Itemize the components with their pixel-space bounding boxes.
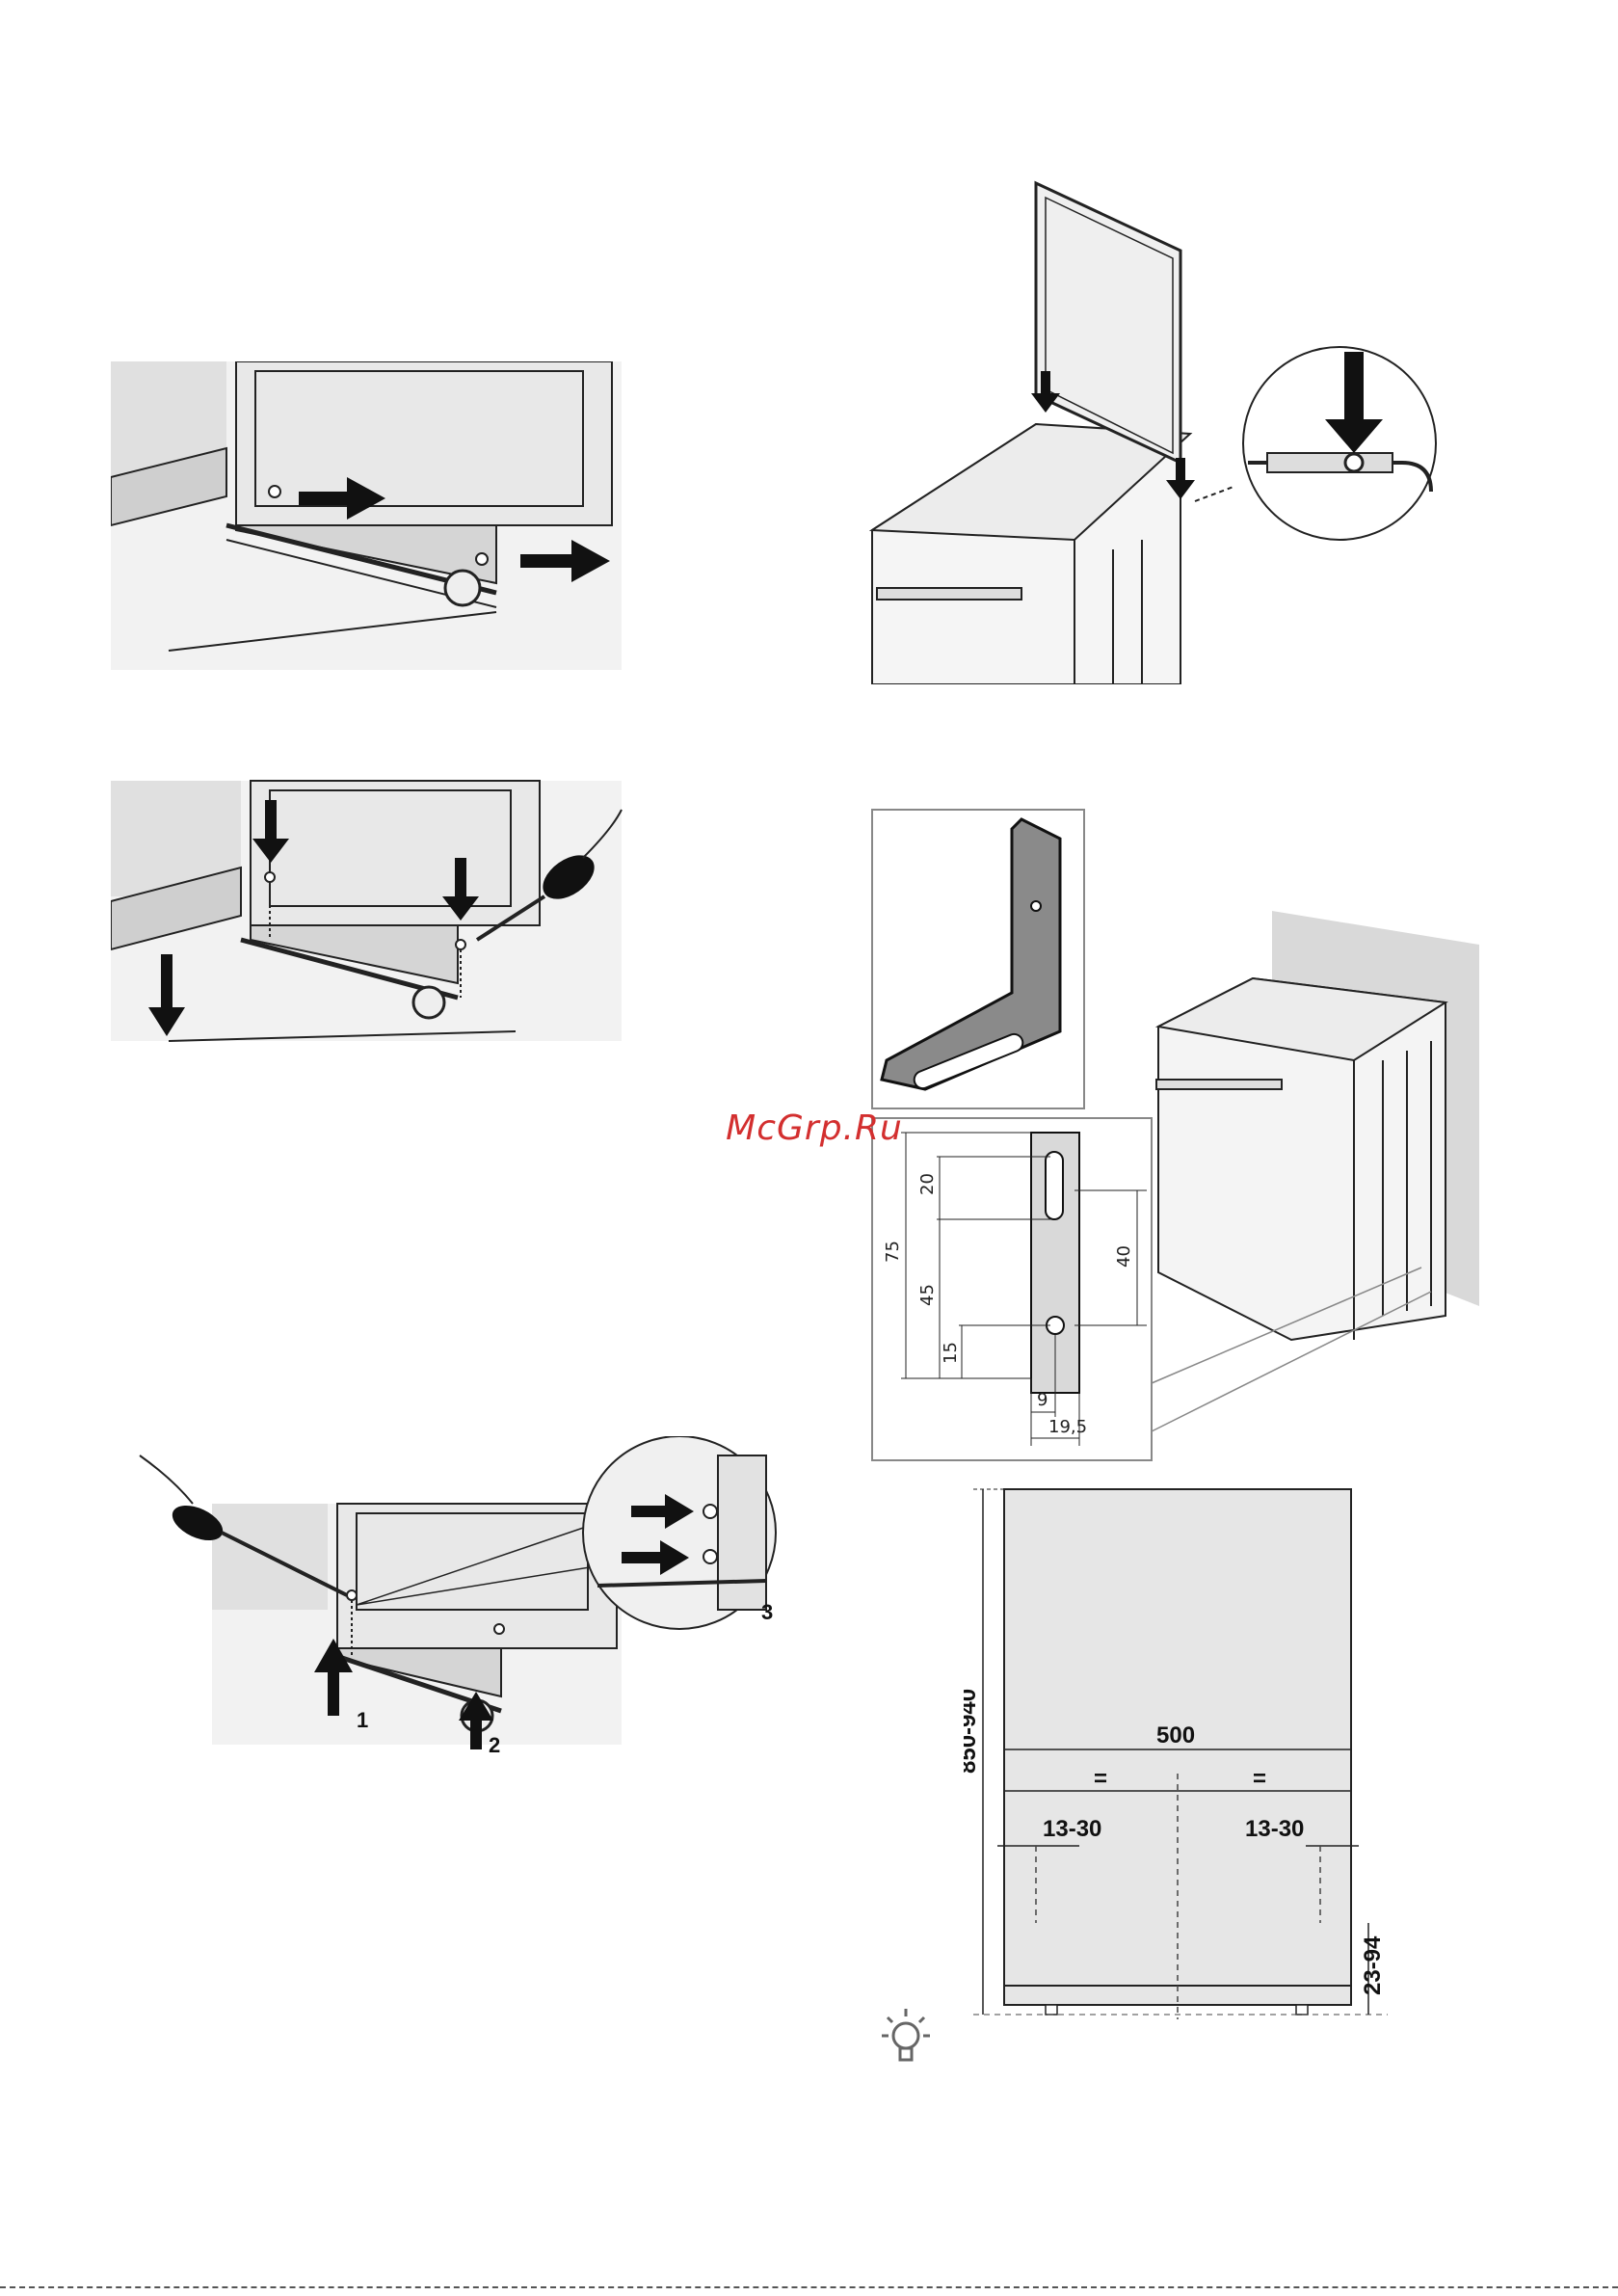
fig-remove-panel bbox=[111, 361, 622, 670]
bottom-rule bbox=[0, 2286, 1618, 2288]
dim-45: 45 bbox=[917, 1284, 938, 1306]
dim-eq-left: = bbox=[1094, 1766, 1107, 1792]
dim-width: 500 bbox=[1156, 1722, 1195, 1749]
watermark: McGrp.Ru bbox=[708, 1108, 920, 1148]
dim-9: 9 bbox=[1037, 1390, 1048, 1410]
fig-anti-tip-bracket: 20 75 45 15 40 9 19,5 bbox=[867, 800, 1503, 1475]
fig-lid-install bbox=[862, 174, 1479, 684]
dim-19-5: 19,5 bbox=[1048, 1417, 1087, 1437]
lightbulb-tip-icon bbox=[872, 2005, 940, 2072]
dim-offset-left: 13-30 bbox=[1043, 1816, 1101, 1842]
fig-wall-dimensions: 850-940 500 = = 13-30 13-30 23-94 bbox=[964, 1484, 1407, 2024]
dim-75: 75 bbox=[883, 1241, 903, 1263]
dim-eq-right: = bbox=[1253, 1766, 1266, 1792]
dim-40: 40 bbox=[1114, 1245, 1134, 1268]
callout-3: 3 bbox=[761, 1600, 773, 1624]
callout-1: 1 bbox=[357, 1708, 368, 1732]
callout-2: 2 bbox=[489, 1733, 500, 1757]
dim-20: 20 bbox=[917, 1173, 938, 1195]
fig-fix-panel bbox=[111, 771, 631, 1046]
dim-bottom: 23-94 bbox=[1360, 1936, 1386, 1995]
dim-15: 15 bbox=[941, 1342, 961, 1364]
dim-offset-right: 13-30 bbox=[1245, 1816, 1304, 1842]
dim-height: 850-940 bbox=[964, 1689, 981, 1774]
fig-wheel-panel: 1 2 3 bbox=[135, 1436, 790, 1764]
